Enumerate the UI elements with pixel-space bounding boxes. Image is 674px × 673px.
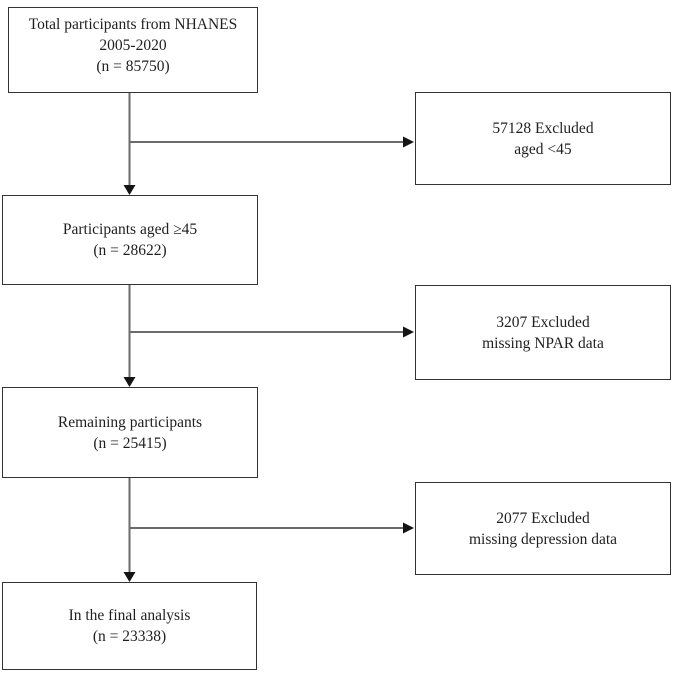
box-excluded-missing-depression: 2077 Excluded missing depression data [415, 482, 671, 575]
box-text-line: aged <45 [514, 140, 572, 158]
box-text-line: missing NPAR data [482, 334, 604, 352]
arrow-aged45-to-remaining [123, 285, 136, 387]
arrow-branch-to-excluded-age [129, 136, 414, 148]
box-text-line: Total participants from NHANES [28, 16, 238, 33]
box-final-analysis: In the final analysis (n = 23338) [2, 582, 257, 670]
box-participants-aged-45: Participants aged ≥45 (n = 28622) [2, 195, 258, 285]
box-text-line: (n = 25415) [93, 434, 167, 452]
arrow-branch-to-excluded-depression [129, 522, 414, 534]
box-remaining-participants: Remaining participants (n = 25415) [2, 387, 258, 478]
box-total-participants: Total participants from NHANES 2005-2020… [8, 7, 258, 93]
box-text-line: (n = 28622) [93, 242, 167, 259]
box-text-line: 3207 Excluded [496, 313, 590, 331]
box-text-line: Participants aged ≥45 [62, 221, 198, 238]
arrow-remaining-to-final [123, 478, 136, 582]
box-text-line: In the final analysis [68, 607, 191, 624]
box-text-line: 2077 Excluded [496, 509, 590, 527]
box-text-line: 2005-2020 [99, 37, 167, 54]
box-text-line: missing depression data [468, 530, 618, 548]
box-text-line: 57128 Excluded [492, 119, 594, 137]
box-text-line: Remaining participants [57, 413, 203, 431]
box-excluded-aged-under-45: 57128 Excluded aged <45 [415, 92, 671, 185]
box-excluded-missing-npar: 3207 Excluded missing NPAR data [415, 285, 671, 380]
box-text-line: (n = 23338) [92, 628, 167, 645]
arrow-total-to-aged45 [123, 93, 136, 195]
box-text-line: (n = 85750) [96, 58, 170, 75]
arrow-branch-to-excluded-npar [129, 326, 414, 338]
